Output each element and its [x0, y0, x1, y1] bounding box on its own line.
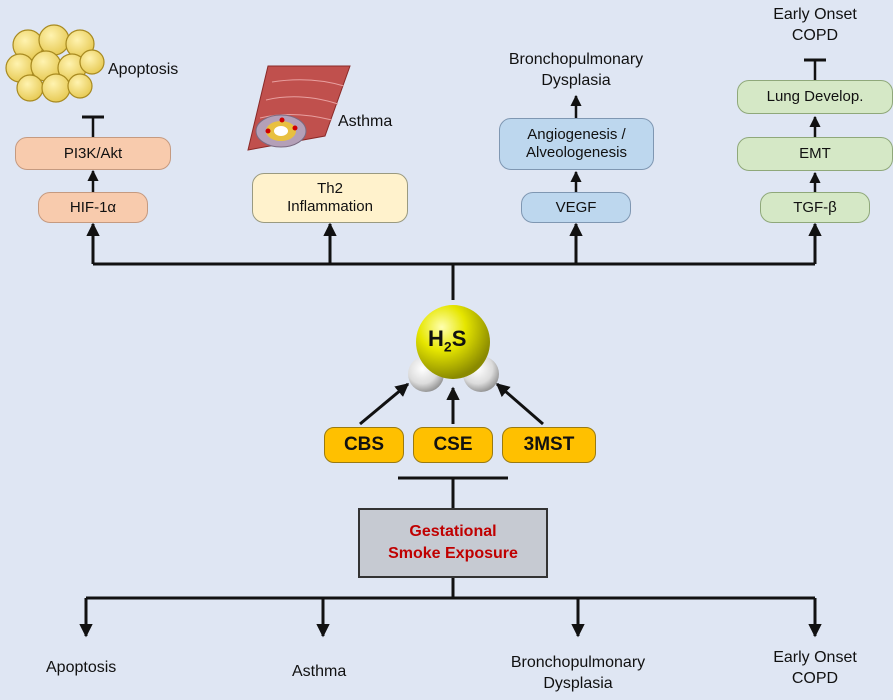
angiogenesis-box: Angiogenesis / Alveologenesis: [499, 118, 654, 170]
bottom-copd-line2: COPD: [791, 669, 839, 687]
bottom-asthma-label: Asthma: [292, 663, 347, 680]
h2s-molecule-icon: [408, 305, 499, 392]
inflammation-line: Inflammation: [287, 198, 373, 215]
exposure-line1: Gestational: [409, 523, 497, 541]
lung-develop-box: Lung Develop.: [737, 80, 893, 114]
gestational-smoke-exposure-box: Gestational Smoke Exposure: [358, 508, 548, 578]
top-apoptosis-label: Apoptosis: [108, 61, 179, 78]
arrow-cbs-to-h2s: [359, 382, 410, 426]
top-bpd-line1: Bronchopulmonary: [508, 51, 644, 68]
top-bpd-line2: Dysplasia: [541, 71, 611, 89]
bottom-bpd-label: Bronchopulmonary Dysplasia: [486, 653, 670, 695]
3mst-enzyme-box: 3MST: [502, 427, 596, 463]
exposure-line2: Smoke Exposure: [388, 545, 518, 562]
cell-cluster-icon: [5, 24, 105, 103]
top-bpd-label: Bronchopulmonary Dysplasia: [484, 50, 668, 92]
bottom-apoptosis-label: Apoptosis: [46, 659, 117, 676]
pi3k-akt-box: PI3K/Akt: [15, 137, 171, 170]
alveologenesis-line: Alveologenesis: [526, 144, 627, 161]
cse-enzyme-box: CSE: [413, 427, 493, 463]
top-asthma-label: Asthma: [338, 113, 393, 130]
bottom-copd-line1: Early Onset: [773, 649, 857, 666]
arrow-3mst-to-h2s: [495, 382, 544, 426]
h2s-label: H2S: [428, 326, 467, 355]
top-copd-label: Early Onset COPD: [740, 5, 890, 47]
top-copd-line2: COPD: [791, 26, 839, 44]
cbs-enzyme-box: CBS: [324, 427, 404, 463]
airway-icon: [247, 65, 351, 151]
bottom-copd-label: Early Onset COPD: [740, 648, 890, 690]
vegf-box: VEGF: [521, 192, 631, 223]
hif-1a-box: HIF-1α: [38, 192, 148, 223]
tgf-beta-box: TGF-β: [760, 192, 870, 223]
bottom-bpd-line1: Bronchopulmonary: [510, 654, 646, 671]
th2-line: Th2: [317, 180, 343, 197]
bottom-bpd-line2: Dysplasia: [543, 674, 613, 692]
angiogenesis-line: Angiogenesis /: [527, 126, 626, 143]
th2-inflammation-box: Th2 Inflammation: [252, 173, 408, 223]
emt-box: EMT: [737, 137, 893, 171]
top-copd-line1: Early Onset: [773, 6, 857, 23]
